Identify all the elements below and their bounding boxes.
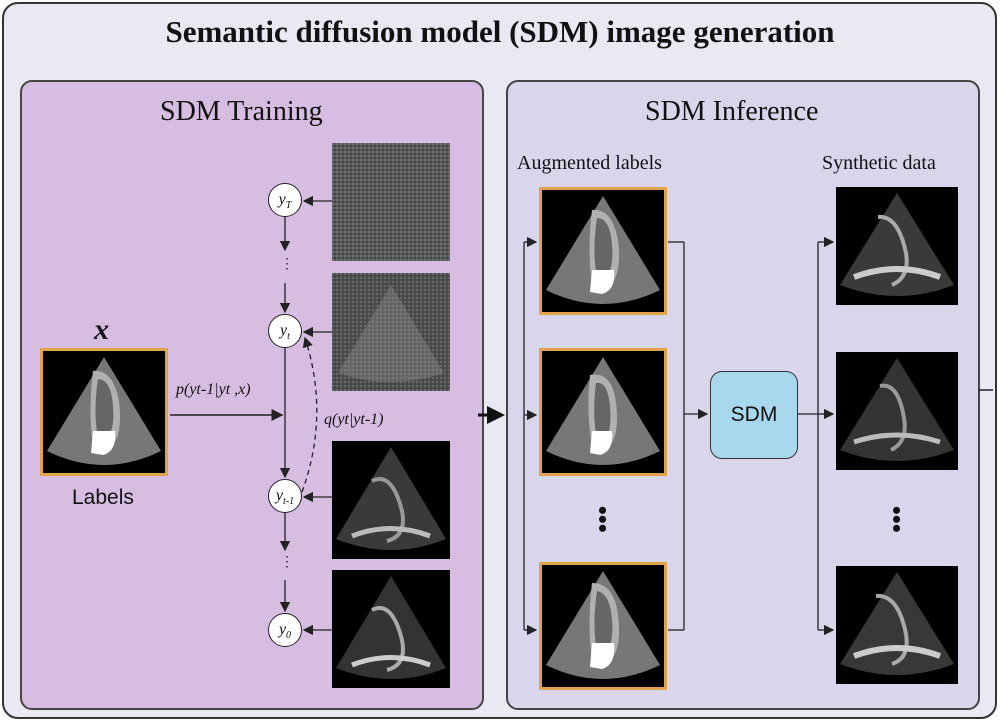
inference-title: SDM Inference [645,96,819,127]
synthetic-image-2 [836,352,958,470]
augmented-label-3 [539,562,667,690]
training-title: SDM Training [160,96,323,127]
noise-image-T [332,143,450,261]
labels-caption: Labels [72,486,134,509]
augmented-label-1 [539,187,667,315]
svg-text:⋮: ⋮ [280,555,294,570]
node-yt: yt [268,314,302,348]
synthetic-image-3 [836,566,958,684]
svg-text:⋮: ⋮ [280,257,294,272]
node-yt-1: yt-1 [268,479,302,513]
forward-process-label: q(yt|yt-1) [324,411,384,428]
sdm-model-box: SDM [710,371,798,459]
synthetic-ellipsis: ••• [892,496,902,543]
augmented-labels-caption: Augmented labels [517,152,662,174]
noise-image-t-1 [332,441,450,559]
clean-image-0 [332,570,450,688]
input-label-image [40,348,168,476]
x-variable: x [94,313,109,346]
augmented-ellipsis: ••• [598,496,608,543]
noise-image-t [332,273,450,391]
augmented-label-2 [539,348,667,476]
node-yT: yT [268,183,302,217]
reverse-process-label: p(yt-1|yt ,x) [176,381,251,398]
node-y0: y0 [268,613,302,647]
synthetic-image-1 [836,187,958,305]
diagram-title: Semantic diffusion model (SDM) image gen… [165,14,835,49]
synthetic-data-caption: Synthetic data [822,152,936,174]
